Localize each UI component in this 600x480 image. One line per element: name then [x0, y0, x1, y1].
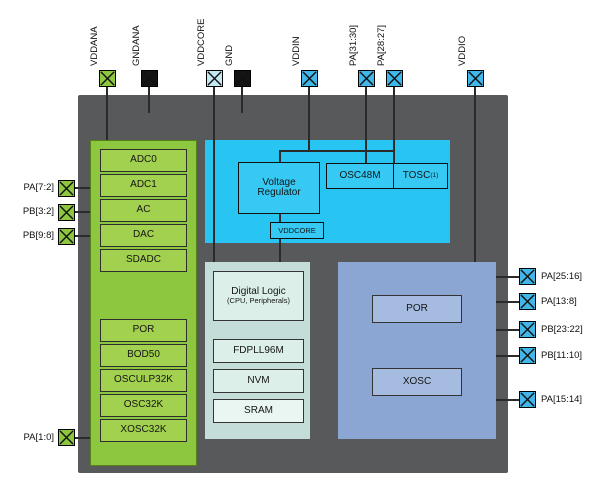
module-xosc32k: XOSC32K: [100, 419, 187, 442]
digital-logic-title: Digital Logic: [231, 285, 286, 297]
wire-pa31-30: [365, 87, 367, 164]
module-nvm: NVM: [213, 369, 304, 393]
wire-pa1-0: [75, 437, 90, 439]
module-fdpll96m: FDPLL96M: [213, 339, 304, 363]
module-voltage-regulator: Voltage Regulator: [238, 162, 320, 214]
pin-pa1-0: [58, 429, 75, 446]
wire-vddin: [308, 87, 310, 151]
wire-vddcore-tag-to-core: [279, 237, 281, 262]
wire-pb11-10: [496, 355, 519, 357]
domain-vddcore: Digital Logic (CPU, Peripherals) FDPLL96…: [205, 262, 310, 439]
pin-gnd: [234, 70, 251, 87]
pin-label-pb23-22: PB[23:22]: [541, 324, 583, 335]
module-por-io: POR: [372, 295, 462, 323]
wire-pa7-2: [75, 187, 90, 189]
pin-vddana: [99, 70, 116, 87]
pin-pa25-16: [519, 268, 536, 285]
pin-pa15-14: [519, 391, 536, 408]
pin-label-pb11-10: PB[11:10]: [541, 350, 583, 361]
pin-vddcore: [206, 70, 223, 87]
pin-pb23-22: [519, 321, 536, 338]
pin-label-vddio: VDDIO: [457, 35, 468, 66]
pin-pb9-8: [58, 228, 75, 245]
module-bod50: BOD50: [100, 344, 187, 367]
wire-pa15-14: [496, 399, 519, 401]
module-osculp32k: OSCULP32K: [100, 369, 187, 392]
pin-label-pb9-8: PB[9:8]: [22, 230, 54, 241]
pin-label-pb3-2: PB[3:2]: [22, 206, 54, 217]
wire-gnd: [241, 87, 243, 113]
pin-pa13-8: [519, 293, 536, 310]
wire-pb9-8: [75, 235, 90, 237]
pin-gndana: [141, 70, 158, 87]
pin-label-pa28-27: PA[28:27]: [376, 24, 387, 66]
wire-gndana: [148, 87, 150, 113]
digital-logic-subtitle: (CPU, Peripherals): [227, 296, 290, 306]
wire-pa25-16: [496, 276, 519, 278]
pin-label-gndana: GNDANA: [131, 25, 142, 66]
tosc-label: TOSC: [402, 169, 431, 181]
module-ac: AC: [100, 199, 187, 222]
pin-label-pa15-14: PA[15:14]: [541, 394, 583, 405]
wire-pb3-2: [75, 211, 90, 213]
module-sdadc: SDADC: [100, 249, 187, 272]
domain-vddin: Voltage Regulator OSC48M TOSC(1) VDDCORE: [205, 140, 450, 243]
wire-vddio: [474, 87, 476, 262]
domain-vddana: ADC0 ADC1 AC DAC SDADC POR BOD50 OSCULP3…: [90, 140, 197, 466]
pin-pa31-30: [358, 70, 375, 87]
wire-pa13-8: [496, 301, 519, 303]
module-sram: SRAM: [213, 399, 304, 423]
pin-pa7-2: [58, 180, 75, 197]
module-osc48m: OSC48M: [326, 163, 394, 189]
pin-label-vddin: VDDIN: [291, 36, 302, 66]
pin-label-pa13-8: PA[13:8]: [541, 296, 577, 307]
tosc-footnote: (1): [430, 171, 439, 179]
domain-vddio: POR XOSC: [338, 262, 496, 439]
module-tosc: TOSC(1): [393, 163, 448, 189]
wire-vddin-rail: [279, 150, 395, 152]
pin-label-pa7-2: PA[7:2]: [23, 182, 54, 193]
wire-rail-to-regulator: [279, 150, 281, 162]
pin-pb3-2: [58, 204, 75, 221]
vddcore-net-tag: VDDCORE: [270, 222, 324, 239]
module-dac: DAC: [100, 224, 187, 247]
pin-vddio: [467, 70, 484, 87]
pin-pb11-10: [519, 347, 536, 364]
pin-label-pa1-0: PA[1:0]: [23, 432, 54, 443]
module-digital-logic: Digital Logic (CPU, Peripherals): [213, 271, 304, 321]
pin-label-pa31-30: PA[31:30]: [348, 24, 359, 66]
module-osc32k: OSC32K: [100, 394, 187, 417]
module-adc0: ADC0: [100, 149, 187, 172]
pin-vddin: [301, 70, 318, 87]
wire-pa28-27: [393, 87, 395, 164]
module-adc1: ADC1: [100, 174, 187, 197]
module-xosc: XOSC: [372, 368, 462, 396]
wire-regulator-to-vddcore-tag: [279, 214, 281, 223]
wire-vddcore: [213, 87, 215, 262]
wire-vddana: [106, 87, 108, 140]
pin-label-vddana: VDDANA: [89, 26, 100, 66]
module-por-ana: POR: [100, 319, 187, 342]
pin-label-gnd: GND: [224, 44, 235, 66]
wire-pb23-22: [496, 329, 519, 331]
pin-label-vddcore: VDDCORE: [196, 18, 207, 66]
pin-pa28-27: [386, 70, 403, 87]
pin-label-pa25-16: PA[25:16]: [541, 271, 583, 282]
